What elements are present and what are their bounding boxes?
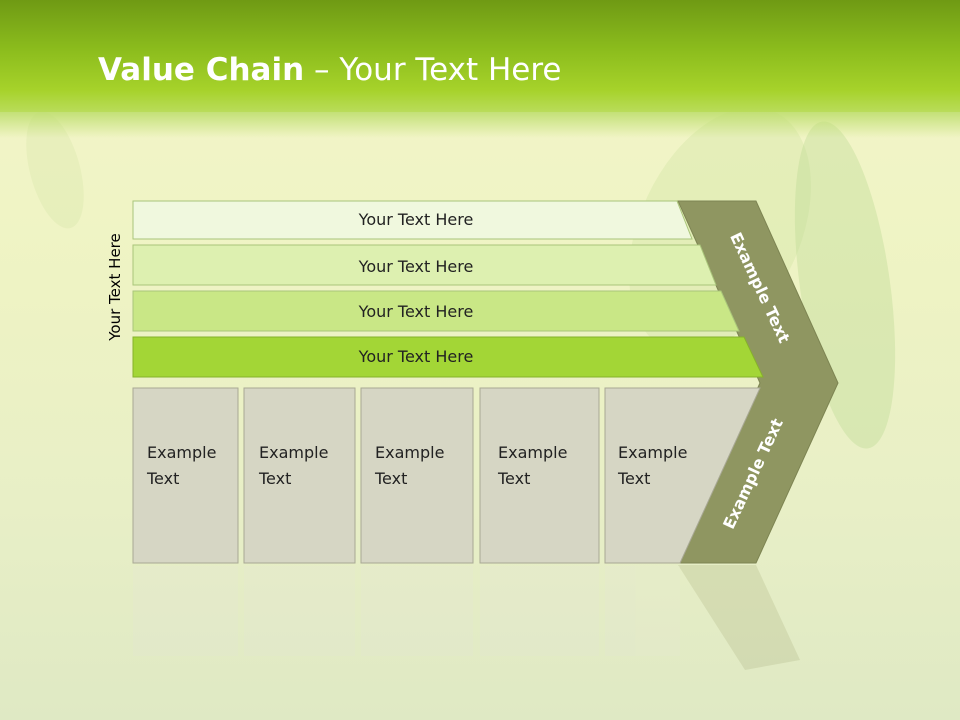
- bar-3: [132, 290, 740, 332]
- box-text-1-line2: Text: [146, 469, 179, 488]
- box-text-2-line2: Text: [258, 469, 291, 488]
- box-text-3-line2: Text: [374, 469, 407, 488]
- box-text-4-line1: Example: [498, 443, 567, 462]
- bar-label-3: Your Text Here: [358, 302, 474, 321]
- box-3: [360, 387, 474, 564]
- box-text-1-line1: Example: [147, 443, 216, 462]
- bar-label-1: Your Text Here: [358, 210, 474, 229]
- box-5: [604, 387, 761, 564]
- box-text-3-line1: Example: [375, 443, 444, 462]
- box-text-5-line2: Text: [617, 469, 650, 488]
- bar-label-4: Your Text Here: [358, 347, 474, 366]
- chevron-arrow-reflection: [678, 565, 800, 670]
- bar-1: [132, 200, 693, 240]
- box-text-4-line2: Text: [497, 469, 530, 488]
- header-fade: [0, 112, 960, 138]
- title-bold: Value Chain: [98, 52, 305, 88]
- bar-4: [132, 336, 764, 378]
- box-4: [479, 387, 600, 564]
- box-2: [243, 387, 356, 564]
- box-1: [132, 387, 239, 564]
- bar-label-2: Your Text Here: [358, 257, 474, 276]
- box-reflections: [133, 566, 680, 656]
- page-title: Value Chain – Your Text Here: [98, 52, 561, 88]
- chevron-arrow: [677, 200, 839, 564]
- header-band: [0, 0, 960, 112]
- box-text-2-line1: Example: [259, 443, 328, 462]
- box-text-5-line1: Example: [618, 443, 687, 462]
- bar-2: [132, 244, 717, 286]
- title-rest: – Your Text Here: [304, 52, 562, 88]
